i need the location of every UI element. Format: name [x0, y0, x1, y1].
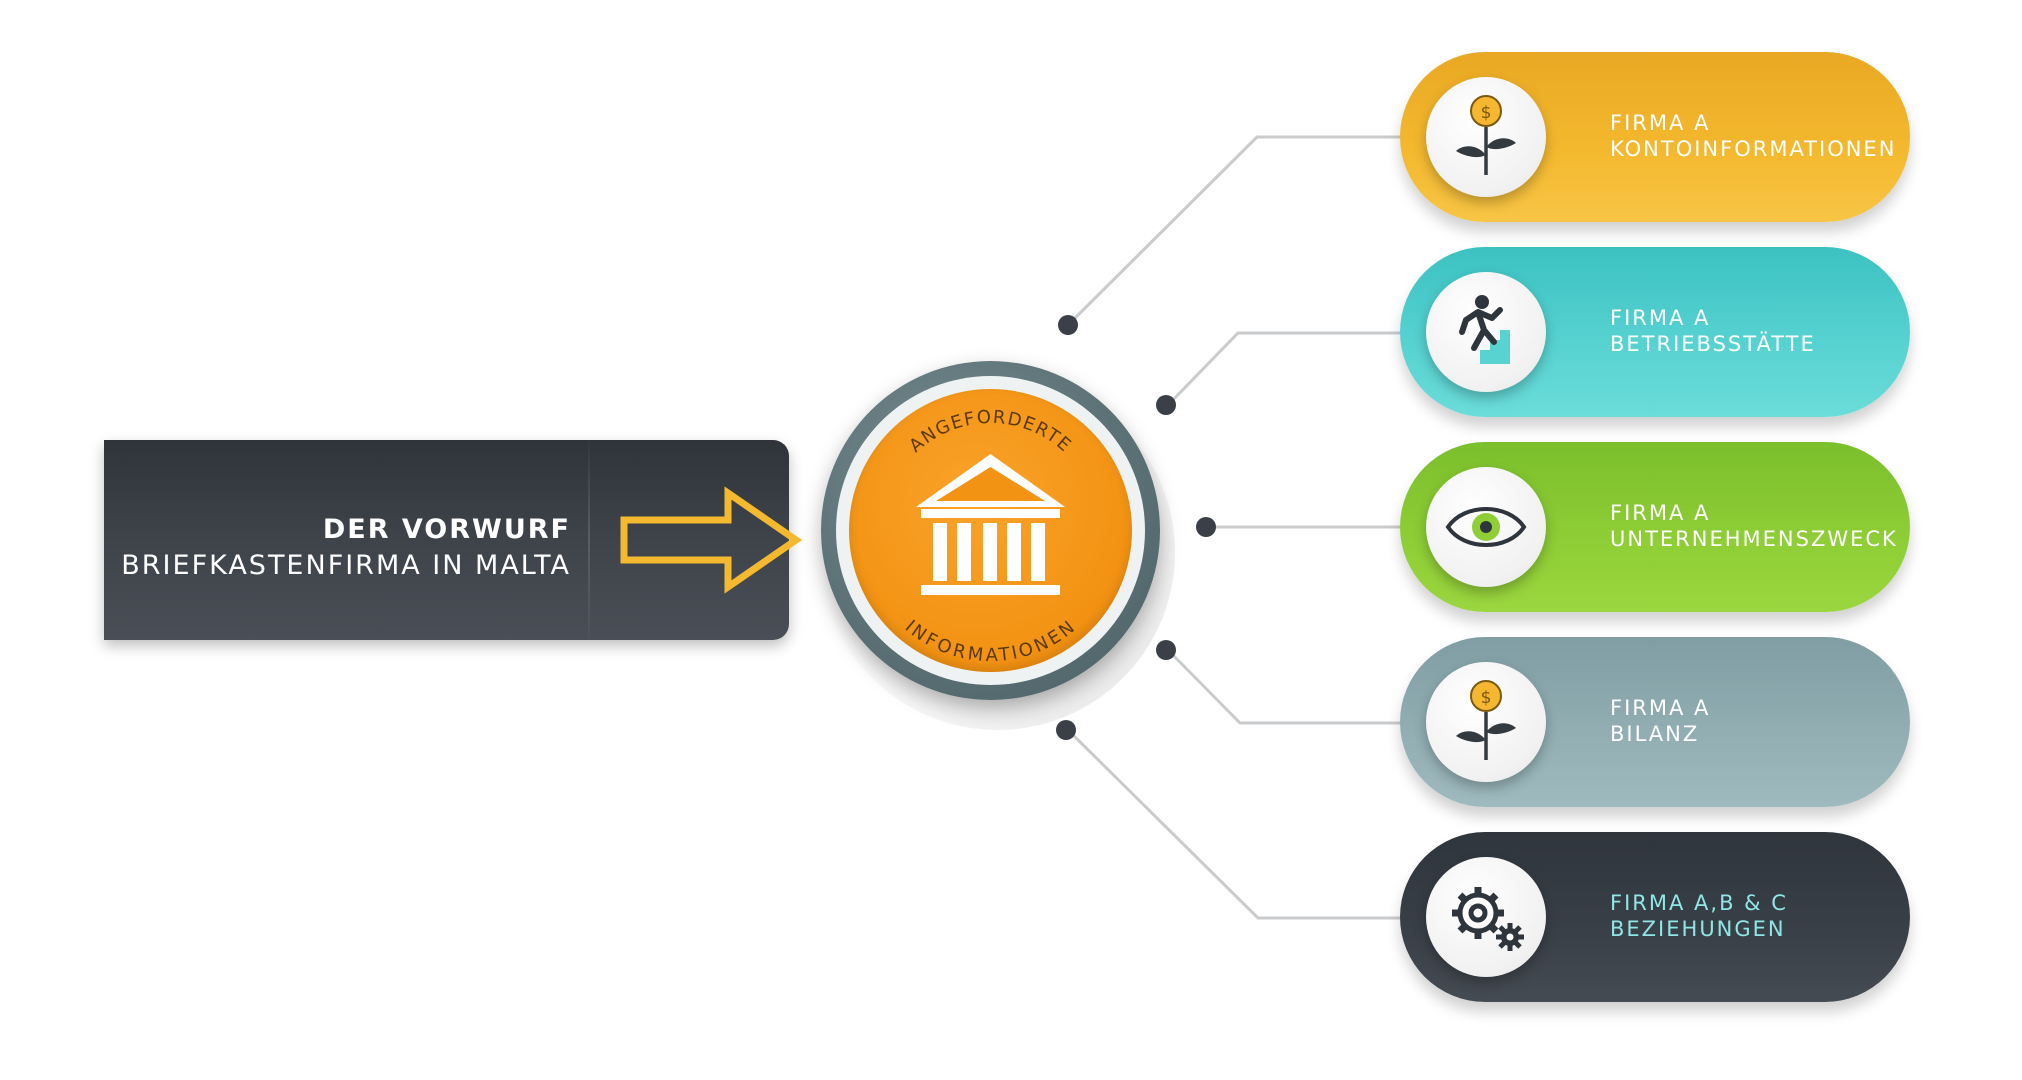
pill-title: FIRMA A [1610, 306, 1711, 330]
connector-line-1 [1068, 135, 1405, 325]
svg-text:$: $ [1481, 688, 1492, 708]
connector-line-2 [1166, 331, 1405, 407]
hub-overlay: ANGEFORDERTE INFORMATIONEN [901, 407, 1080, 666]
hub-top-label: ANGEFORDERTE [905, 407, 1075, 457]
icon-badge [1426, 857, 1546, 977]
connector-line-5 [1066, 728, 1405, 920]
pill-title: FIRMA A,B & C [1610, 891, 1788, 915]
banner-divider [588, 440, 590, 640]
icon-badge: $ [1426, 662, 1546, 782]
connector-line-4 [1166, 648, 1405, 725]
svg-text:$: $ [1481, 103, 1492, 123]
pill-label: FIRMA A BILANZ [1610, 695, 1710, 747]
connector-dot-2 [1156, 395, 1176, 415]
running-stairs-icon [1459, 295, 1510, 364]
pill-subtitle: KONTOINFORMATIONEN [1610, 137, 1897, 161]
pill-label: FIRMA A KONTOINFORMATIONEN [1610, 110, 1896, 162]
connector-dot-4 [1156, 640, 1176, 660]
accusation-title: DER VORWURF [322, 514, 571, 545]
arrow-right-icon [620, 486, 803, 594]
pill-label: FIRMA A BETRIEBSSTÄTTE [1610, 305, 1816, 357]
icon-badge: $ [1426, 77, 1546, 197]
money-plant-icon: $ [1456, 680, 1516, 760]
icon-badge [1426, 467, 1546, 587]
icon-badge [1426, 272, 1546, 392]
info-pill-kontoinformationen: $ FIRMA A KONTOINFORMATIONEN [1400, 52, 1910, 222]
hub-bottom-label: INFORMATIONEN [901, 616, 1080, 666]
accusation-banner: DER VORWURF BRIEFKASTENFIRMA IN MALTA [104, 440, 789, 640]
accusation-text: DER VORWURF BRIEFKASTENFIRMA IN MALTA [121, 512, 571, 584]
gears-icon [1452, 887, 1524, 951]
money-plant-icon: $ [1456, 95, 1516, 175]
pill-subtitle: BEZIEHUNGEN [1610, 917, 1786, 941]
pill-label: FIRMA A UNTERNEHMENSZWECK [1610, 500, 1898, 552]
connector-dot-3 [1196, 517, 1216, 537]
bank-building-icon [916, 454, 1065, 595]
pill-label: FIRMA A,B & C BEZIEHUNGEN [1610, 890, 1788, 942]
pill-subtitle: BETRIEBSSTÄTTE [1610, 332, 1816, 356]
info-pill-unternehmenszweck: FIRMA A UNTERNEHMENSZWECK [1400, 442, 1910, 612]
eye-icon [1445, 507, 1527, 547]
accusation-subtitle: BRIEFKASTENFIRMA IN MALTA [121, 550, 571, 581]
info-pill-betriebsstaette: FIRMA A BETRIEBSSTÄTTE [1400, 247, 1910, 417]
pill-title: FIRMA A [1610, 111, 1711, 135]
pill-subtitle: UNTERNEHMENSZWECK [1610, 527, 1898, 551]
connector-dot-5 [1056, 720, 1076, 740]
info-pill-beziehungen: FIRMA A,B & C BEZIEHUNGEN [1400, 832, 1910, 1002]
pill-title: FIRMA A [1610, 501, 1711, 525]
pill-subtitle: BILANZ [1610, 722, 1700, 746]
info-pill-bilanz: $ FIRMA A BILANZ [1400, 637, 1910, 807]
connector-dot-1 [1058, 315, 1078, 335]
pill-title: FIRMA A [1610, 696, 1711, 720]
